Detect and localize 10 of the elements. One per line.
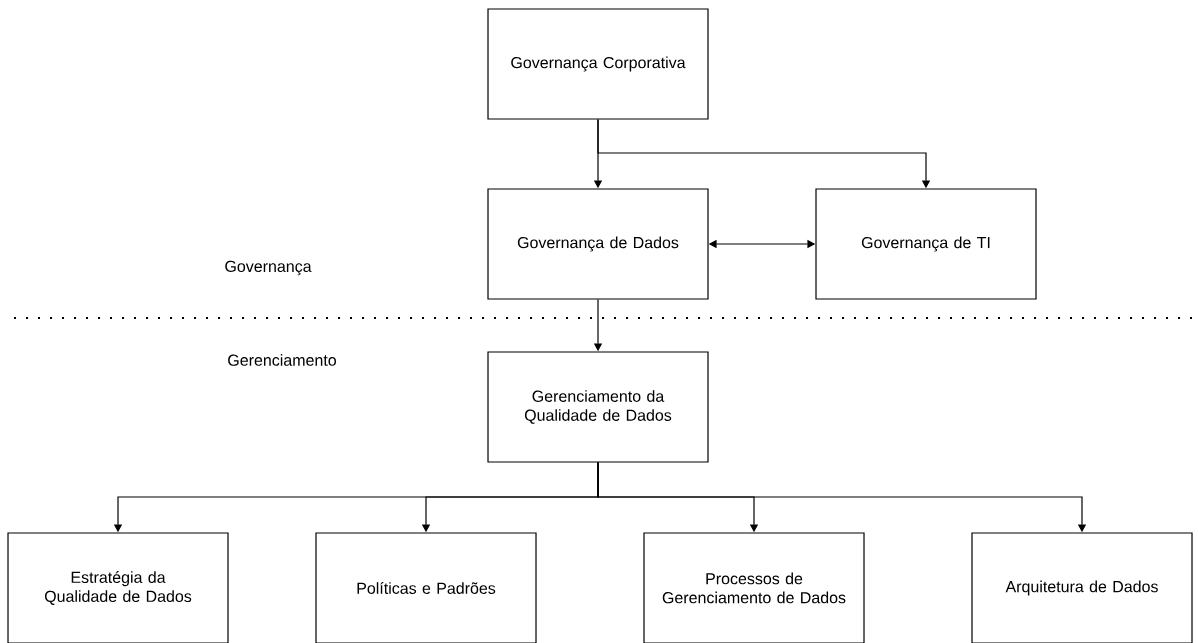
section-label: Gerenciamento bbox=[228, 354, 337, 366]
process-box: Arquitetura de Dados bbox=[971, 532, 1193, 643]
section-label: Governança bbox=[225, 260, 312, 276]
process-box: Governança de TI bbox=[815, 188, 1037, 300]
process-box: Estratégia da Qualidade de Dados bbox=[7, 532, 229, 643]
process-box: Processos de Gerenciamento de Dados bbox=[643, 532, 865, 643]
process-box: Governança de Dados bbox=[487, 188, 709, 300]
process-box: Gerenciamento da Qualidade de Dados bbox=[487, 351, 709, 463]
process-box: Políticas e Padrões bbox=[315, 532, 537, 643]
process-box: Governança Corporativa bbox=[487, 8, 709, 120]
